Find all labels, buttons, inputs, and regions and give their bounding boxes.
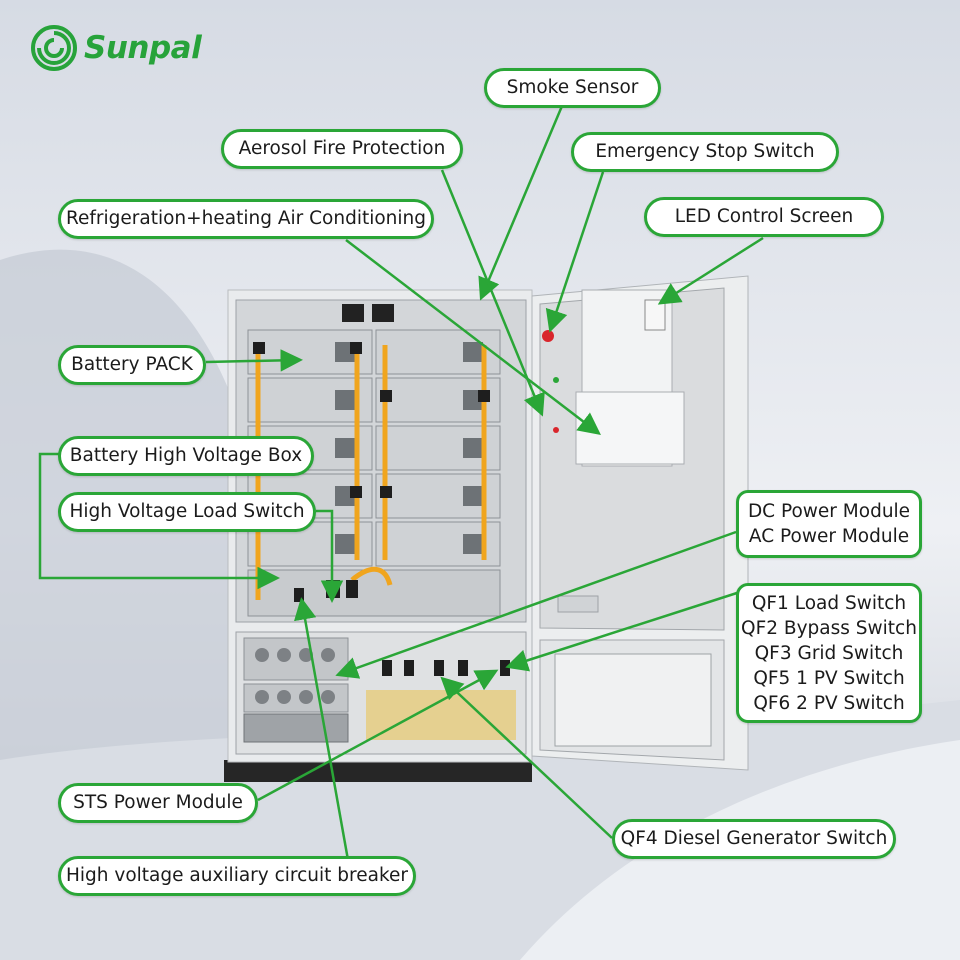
- sunpal-logo: Sunpal: [30, 24, 202, 72]
- cabinet-door: [531, 275, 749, 771]
- brand-name: Sunpal: [84, 30, 202, 66]
- led-control-screen-label: LED Control Screen: [644, 197, 884, 237]
- sunpal-swirl-icon: [31, 25, 77, 71]
- dc-power-module-text: DC Power Module: [747, 501, 911, 522]
- cabinet: [224, 289, 533, 782]
- leader-aerosol: [440, 169, 545, 417]
- battery-hv-box-label: Battery High Voltage Box: [58, 436, 314, 476]
- qf6-text: QF6 2 PV Switch: [753, 692, 905, 714]
- air-conditioning-label: Refrigeration+heating Air Conditioning: [58, 199, 434, 239]
- leader-qf4: [440, 676, 613, 839]
- leader-battery-pack: [205, 349, 303, 372]
- leader-hv-box: [38, 452, 280, 590]
- qf5-text: QF5 1 PV Switch: [753, 667, 905, 689]
- qf3-text: QF3 Grid Switch: [754, 642, 904, 664]
- battery-packs: [247, 329, 501, 617]
- aerosol-fire-protection-label: Aerosol Fire Protection: [221, 129, 463, 169]
- ac-power-module-text: AC Power Module: [748, 526, 910, 547]
- leader-smoke-sensor: [478, 105, 564, 301]
- emergency-stop: [542, 330, 554, 342]
- led-screen: [644, 299, 666, 331]
- power-modules: [243, 637, 349, 743]
- sts-power-module-label: STS Power Module: [58, 783, 258, 823]
- leader-hv-aux: [293, 597, 350, 861]
- qf4-diesel-switch-label: QF4 Diesel Generator Switch: [612, 819, 896, 859]
- leader-air-conditioning: [345, 239, 601, 436]
- qf-switches-label: QF1 Load Switch QF2 Bypass Switch QF3 Gr…: [736, 583, 922, 723]
- leader-qf-switches: [505, 590, 741, 672]
- battery-pack-label: Battery PACK: [58, 345, 206, 385]
- qf1-text: QF1 Load Switch: [751, 592, 907, 614]
- emergency-stop-switch-label: Emergency Stop Switch: [571, 132, 839, 172]
- leader-emergency-stop: [545, 171, 605, 333]
- power-modules-label: DC Power Module AC Power Module: [736, 490, 922, 558]
- hv-load-switch-label: High Voltage Load Switch: [58, 492, 316, 532]
- hv-aux-breaker-label: High voltage auxiliary circuit breaker: [58, 856, 416, 896]
- smoke-sensor-label: Smoke Sensor: [484, 68, 661, 108]
- leader-led-screen: [657, 236, 764, 305]
- leader-power-modules: [335, 530, 737, 679]
- leader-lines: [38, 105, 764, 861]
- leader-hv-load-switch: [316, 509, 344, 603]
- cabinet-base: [224, 760, 532, 782]
- qf2-text: QF2 Bypass Switch: [741, 617, 917, 639]
